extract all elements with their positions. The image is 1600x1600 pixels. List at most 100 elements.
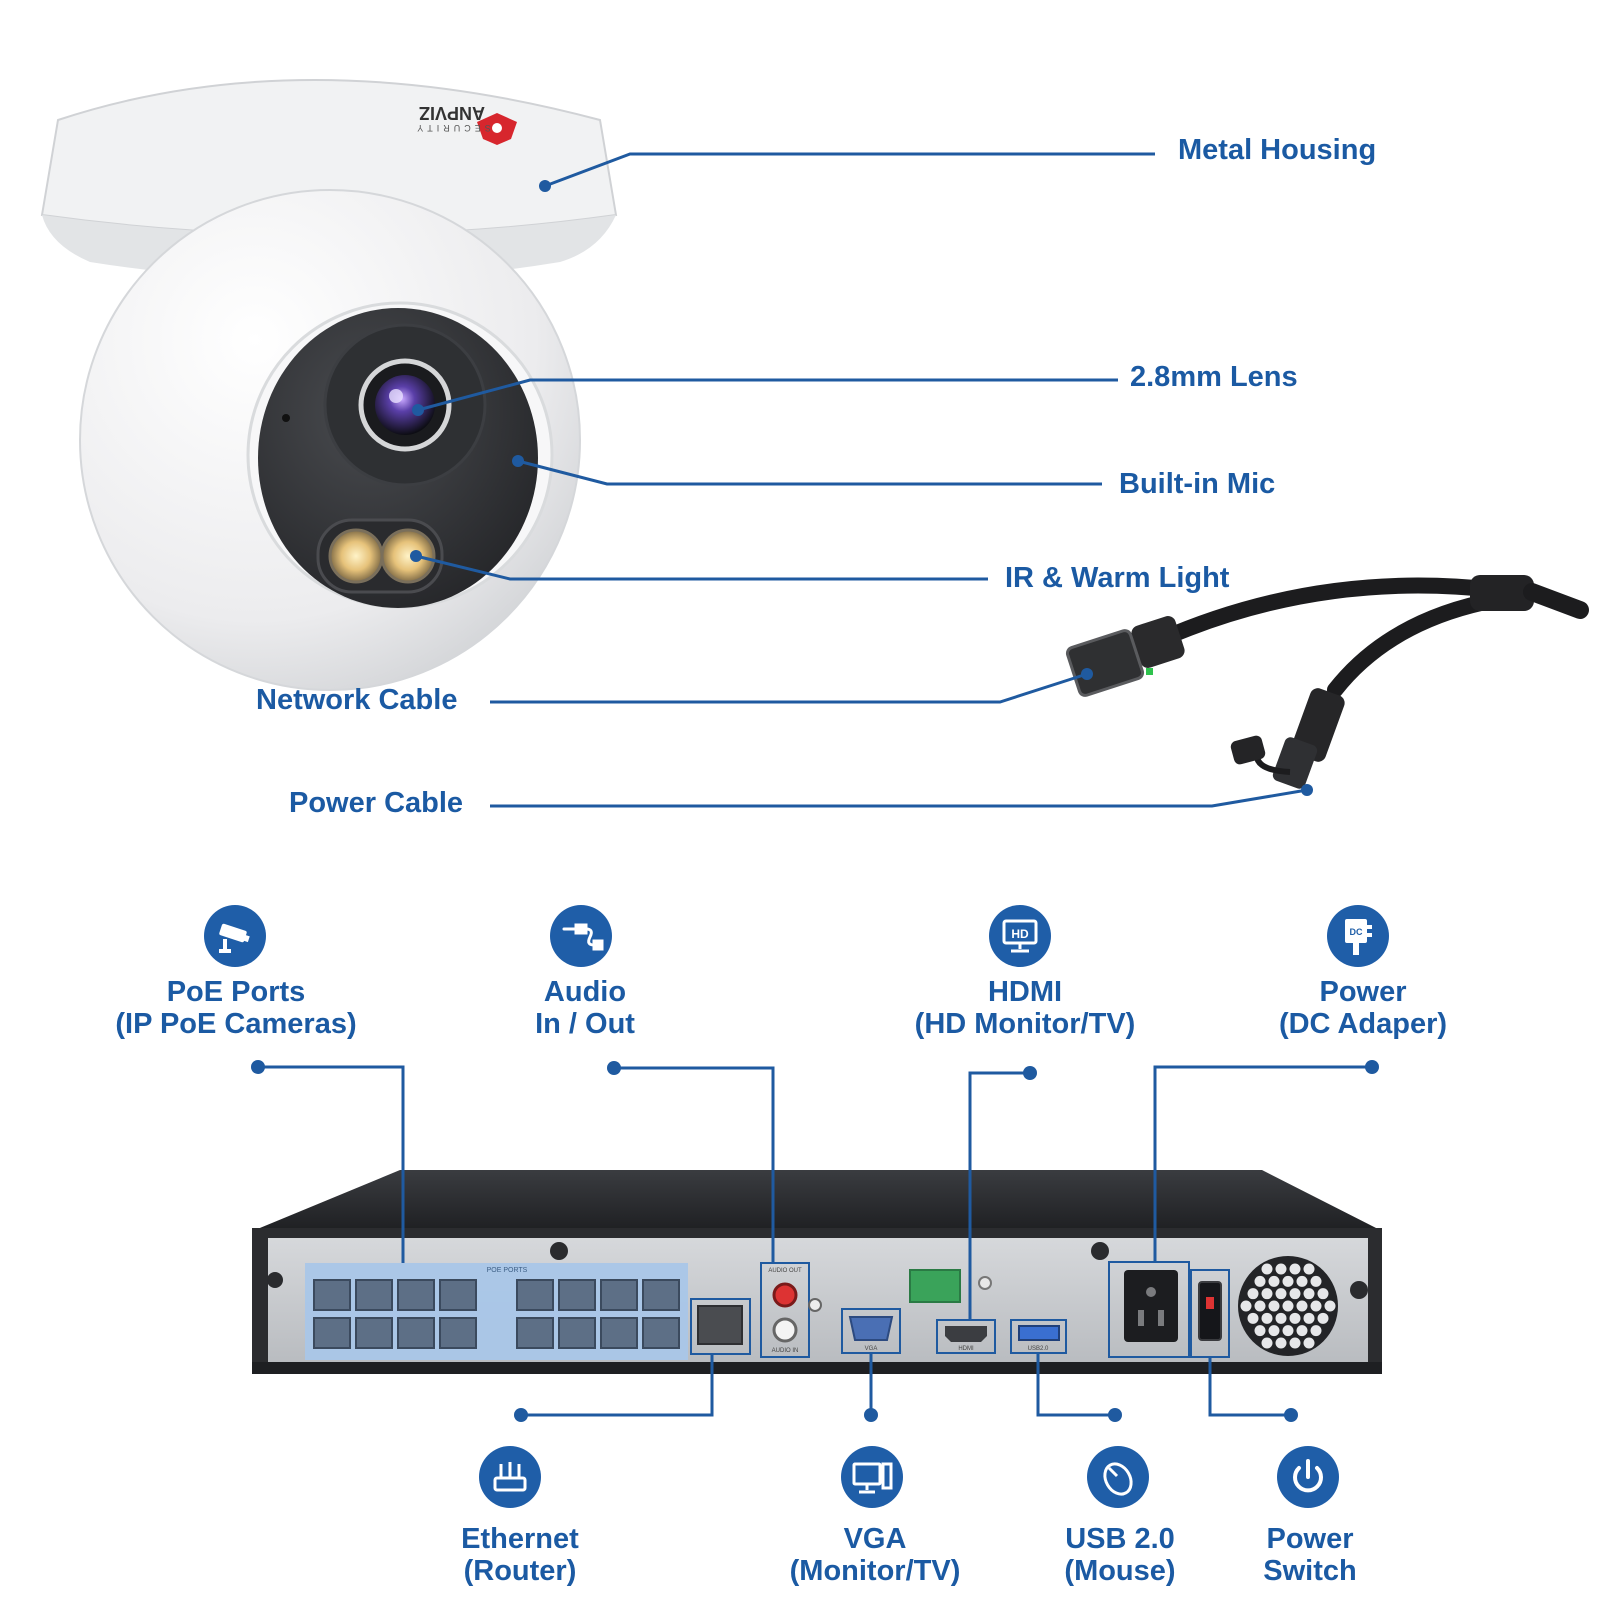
nvr-leader-lines xyxy=(258,1065,1372,1417)
poe-port xyxy=(397,1317,435,1349)
fan-hole xyxy=(1310,1300,1322,1312)
ethernet-port-frame xyxy=(690,1298,751,1355)
poe-port xyxy=(642,1279,680,1311)
fan-hole xyxy=(1247,1288,1259,1300)
nvr-leader-dots xyxy=(251,1060,1379,1422)
fan-hole xyxy=(1303,1337,1315,1349)
svg-text:HD: HD xyxy=(1011,927,1029,941)
nvr-bottom-rail xyxy=(252,1362,1382,1374)
fan-hole xyxy=(1268,1300,1280,1312)
fan-hole xyxy=(1289,1312,1301,1324)
leader-audio xyxy=(614,1066,775,1263)
fan-hole xyxy=(1275,1263,1287,1275)
power-adapter-title: Power xyxy=(1319,976,1407,1008)
power-switch xyxy=(1198,1281,1222,1341)
leader-light xyxy=(415,554,988,581)
fan-hole xyxy=(1317,1312,1329,1324)
leader-poe xyxy=(258,1065,405,1263)
power-icon xyxy=(1277,1446,1339,1508)
nvr-screw-far-left xyxy=(267,1272,283,1288)
logo-subtext: SECURITY xyxy=(413,123,491,133)
cctv-camera-icon xyxy=(204,905,266,967)
poe-port xyxy=(313,1317,351,1349)
label-network-cable: Network Cable xyxy=(256,684,458,716)
leader-hdmi xyxy=(968,1071,1030,1320)
dot-audio xyxy=(607,1061,621,1075)
usb-port-label: USB2.0 xyxy=(1028,1346,1049,1352)
leader-lens xyxy=(417,378,1118,412)
dot-poe xyxy=(251,1060,265,1074)
usb-port xyxy=(1018,1325,1060,1341)
dot-network-cable xyxy=(1081,668,1093,680)
dot-lens xyxy=(412,404,424,416)
label-power-cable: Power Cable xyxy=(289,787,464,819)
audio-out-jack xyxy=(772,1282,798,1308)
hdmi-port-frame xyxy=(936,1319,996,1354)
poe-port xyxy=(516,1279,554,1311)
audio-in-label: AUDIO IN xyxy=(772,1348,799,1354)
dot-usb xyxy=(1108,1408,1122,1422)
fan-hole xyxy=(1240,1300,1252,1312)
rj45-connector xyxy=(1065,629,1145,697)
label-usb: USB 2.0 (Mouse) xyxy=(1005,1523,1235,1587)
fan-hole xyxy=(1303,1263,1315,1275)
fan-hole xyxy=(1289,1288,1301,1300)
audio-title: Audio xyxy=(543,976,627,1008)
fan-hole xyxy=(1268,1325,1280,1337)
port-side-screw xyxy=(978,1276,992,1290)
fan-hole xyxy=(1296,1325,1308,1337)
audio-in-jack xyxy=(772,1317,798,1343)
poe-ports-title: PoE Ports xyxy=(166,976,306,1008)
network-cable-wire xyxy=(1152,577,1503,648)
nvr-screw-left xyxy=(550,1242,568,1260)
dc-cap xyxy=(1230,735,1266,765)
power-cable xyxy=(1230,688,1345,789)
label-power-adapter: Power (DC Adaper) xyxy=(1218,976,1508,1040)
hdmi-port-label: HDMI xyxy=(958,1346,974,1352)
camera-leader-dots xyxy=(410,180,1313,796)
warm-light xyxy=(380,528,436,584)
vga-port-label: VGA xyxy=(865,1346,878,1352)
cable-splitter xyxy=(1470,575,1534,611)
audio-ports-frame xyxy=(760,1262,810,1358)
nvr-top-cover xyxy=(255,1170,1380,1230)
nvr-screw-mid xyxy=(1091,1242,1109,1260)
fan-hole xyxy=(1303,1288,1315,1300)
label-power-switch: Power Switch xyxy=(1200,1523,1420,1587)
label-metal-housing: Metal Housing xyxy=(1178,134,1377,166)
label-ethernet: Ethernet (Router) xyxy=(400,1523,640,1587)
fan-hole xyxy=(1254,1300,1266,1312)
poe-port xyxy=(355,1317,393,1349)
poe-ports-panel-label: POE PORTS xyxy=(487,1267,528,1274)
leader-mic xyxy=(517,459,1102,486)
label-mic: Built-in Mic xyxy=(1119,468,1276,500)
audio-out-label: AUDIO OUT xyxy=(768,1268,802,1274)
fan-hole xyxy=(1282,1325,1294,1337)
hd-monitor-icon: HD xyxy=(989,905,1051,967)
alarm-terminal-block xyxy=(909,1269,961,1303)
poe-port xyxy=(558,1279,596,1311)
label-light: IR & Warm Light xyxy=(1005,562,1230,594)
fan-hole xyxy=(1261,1312,1273,1324)
fan-hole xyxy=(1282,1275,1294,1287)
leader-power-switch xyxy=(1208,1357,1291,1417)
nvr-screw-right xyxy=(1350,1281,1368,1299)
fan-grille-holes xyxy=(1240,1263,1336,1349)
fan-hole xyxy=(1310,1325,1322,1337)
hdmi-subtitle: (HD Monitor/TV) xyxy=(914,1008,1136,1040)
poe-port-grid xyxy=(313,1279,680,1349)
audio-subtitle: In / Out xyxy=(535,1008,635,1040)
vga-port xyxy=(848,1316,894,1341)
router-icon xyxy=(479,1446,541,1508)
power-inlet-pin-left xyxy=(1138,1310,1144,1326)
leader-metal-housing xyxy=(544,152,1155,188)
poe-port xyxy=(355,1279,393,1311)
dc-plug-tip xyxy=(1272,737,1318,789)
ethernet-port xyxy=(697,1305,743,1345)
fan-hole xyxy=(1289,1263,1301,1275)
fan-hole xyxy=(1268,1275,1280,1287)
dot-light xyxy=(410,550,422,562)
logo-text: ANPVIZ xyxy=(419,103,485,123)
